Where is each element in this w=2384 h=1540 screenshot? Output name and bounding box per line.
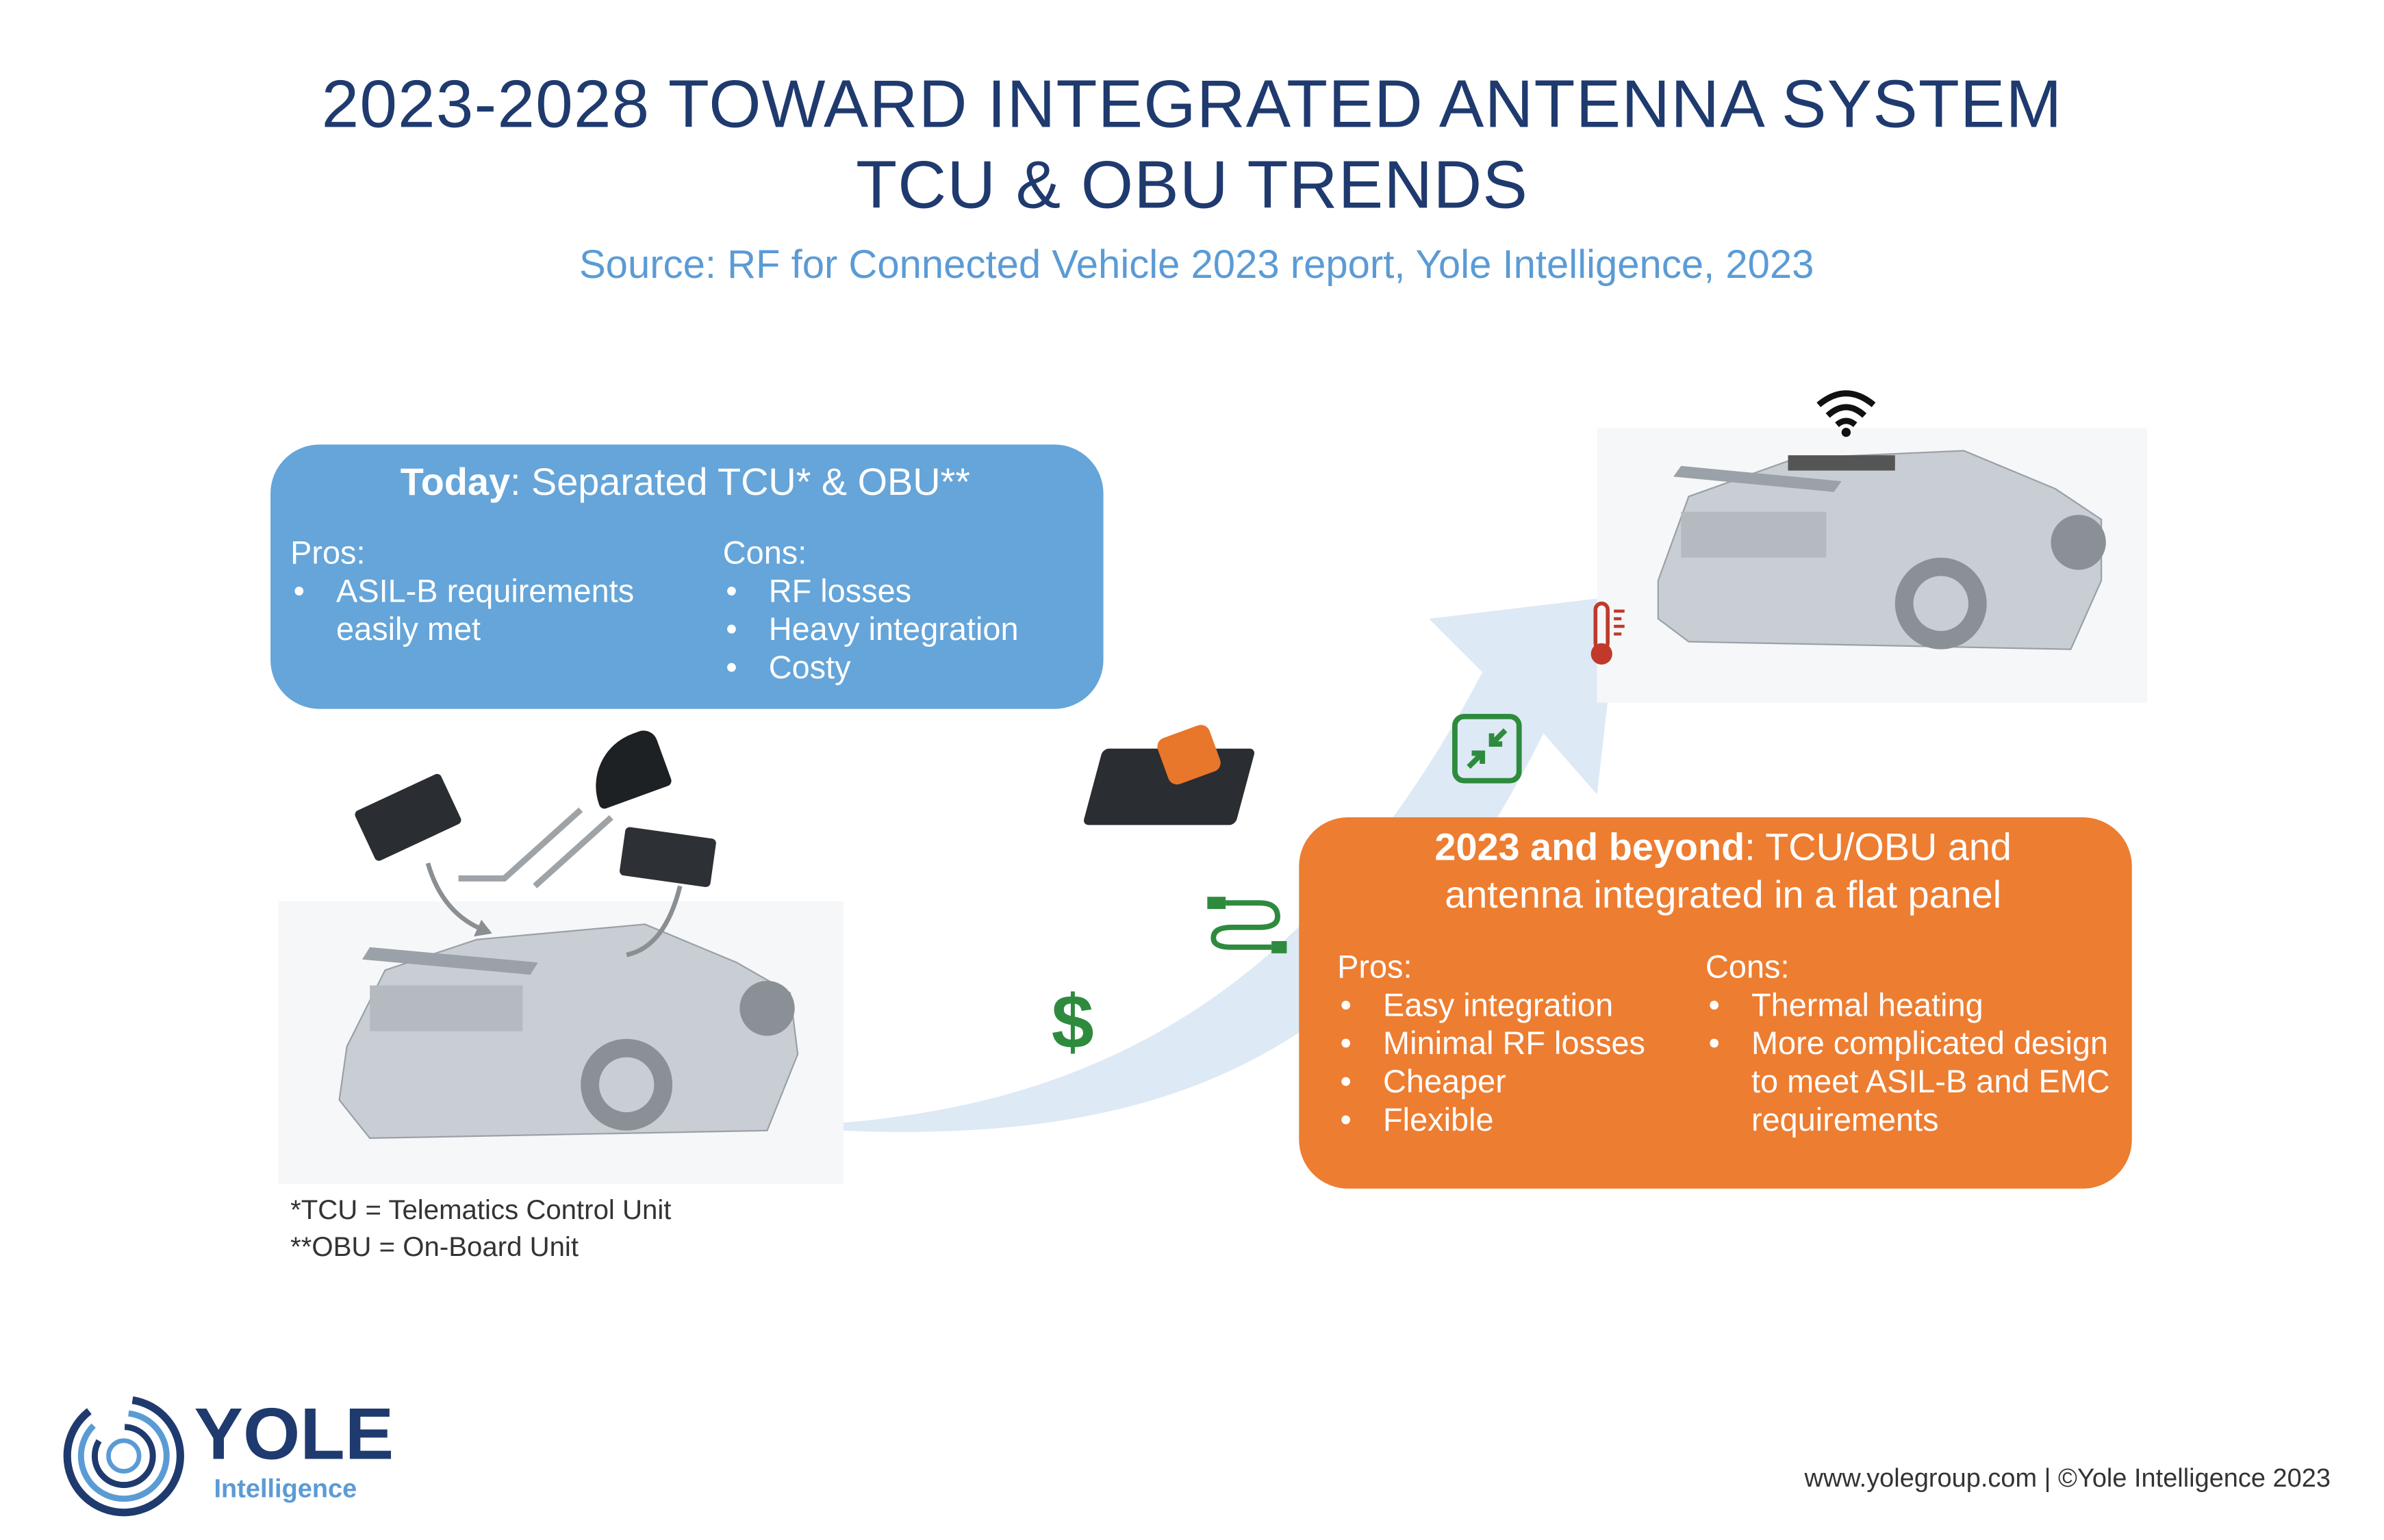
yole-logo-icon	[63, 1396, 184, 1517]
pros-item: Cheaper	[1337, 1064, 1704, 1102]
future-cons: Cons: Thermal heating More complicated d…	[1705, 949, 2126, 1140]
title-line-1: 2023-2028 TOWARD INTEGRATED ANTENNA SYST…	[321, 67, 2063, 142]
footnote-tcu: *TCU = Telematics Control Unit	[290, 1194, 672, 1226]
wifi-icon	[1816, 390, 1876, 437]
cons-item: More complicated design to meet ASIL-B a…	[1705, 1025, 2126, 1140]
source-text: Source: RF for Connected Vehicle 2023 re…	[579, 241, 1814, 287]
cons-item: Costy	[723, 650, 1090, 688]
cable-icon	[1207, 897, 1287, 953]
connection-arrows	[425, 807, 683, 958]
car-image-today	[278, 901, 844, 1184]
cons-item: Thermal heating	[1705, 987, 2126, 1025]
today-box: Today: Separated TCU* & OBU** Pros: ASIL…	[270, 444, 1104, 709]
today-title: Today: Separated TCU* & OBU**	[401, 461, 970, 506]
footnotes: *TCU = Telematics Control Unit **OBU = O…	[290, 1192, 671, 1265]
future-title-line2: antenna integrated in a flat panel	[1445, 873, 2002, 917]
thermometer-icon	[1590, 601, 1625, 665]
today-pros: Pros: ASIL-B requirements easily met	[290, 535, 703, 649]
pros-item: Flexible	[1337, 1101, 1704, 1140]
pros-label: Pros:	[1337, 950, 1412, 986]
cons-item: Heavy integration	[723, 611, 1090, 650]
future-pros: Pros: Easy integration Minimal RF losses…	[1337, 949, 1704, 1140]
dollar-icon: $	[1051, 979, 1094, 1065]
car-image-future	[1597, 427, 2148, 703]
pros-item: ASIL-B requirements easily met	[290, 573, 703, 650]
logo-sub: Intelligence	[214, 1474, 357, 1504]
compress-icon	[1452, 713, 1522, 784]
pros-item: Minimal RF losses	[1337, 1025, 1704, 1064]
cons-item: RF losses	[723, 573, 1090, 611]
future-title-bold: 2023 and beyond	[1434, 826, 1745, 870]
title-line-2: TCU & OBU TRENDS	[856, 148, 1528, 223]
future-title-rest: : TCU/OBU and	[1745, 826, 2012, 870]
footnote-obu: **OBU = On-Board Unit	[290, 1231, 579, 1262]
cons-label: Cons:	[1705, 950, 1790, 986]
today-cons: Cons: RF losses Heavy integration Costy	[723, 535, 1090, 687]
footer-copyright: www.yolegroup.com | ©Yole Intelligence 2…	[1804, 1463, 2331, 1493]
today-title-rest: : Separated TCU* & OBU**	[509, 461, 970, 504]
logo-name: YOLE	[194, 1394, 394, 1476]
today-title-bold: Today	[400, 461, 510, 504]
pros-item: Easy integration	[1337, 987, 1704, 1025]
cons-label: Cons:	[722, 536, 807, 572]
pros-label: Pros:	[290, 536, 366, 572]
